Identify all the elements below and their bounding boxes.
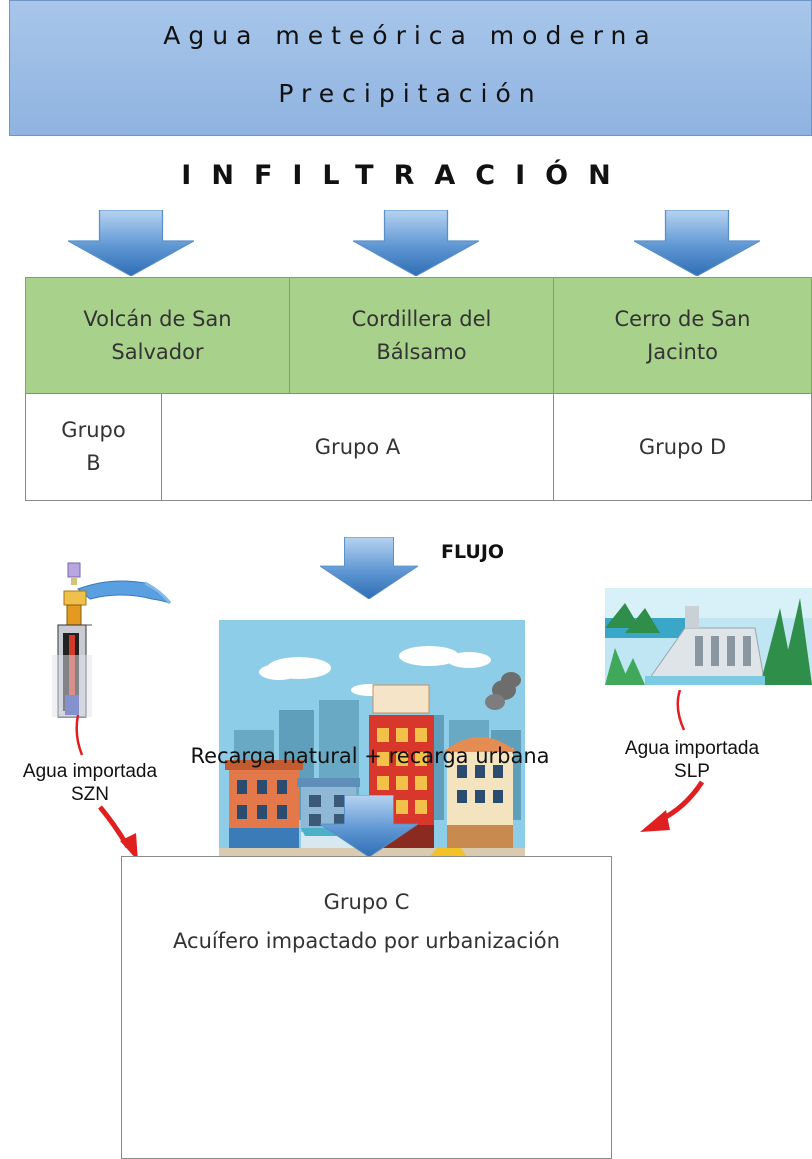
flow-arrow (320, 537, 418, 599)
well-pump-illustration (40, 555, 180, 720)
group-c-title: Grupo C (323, 890, 410, 914)
banner-title: Agua meteórica moderna (163, 21, 658, 50)
right-source-caption: Agua importada SLP (604, 737, 780, 783)
flow-label: FLUJO (441, 541, 505, 563)
group-c-box: Grupo C Acuífero impactado por urbanizac… (121, 856, 612, 1159)
infiltration-label: INFILTRACIÓN (181, 160, 631, 191)
left-source-caption: Agua importada SZN (10, 760, 170, 806)
dam-illustration (605, 588, 812, 685)
region-cerro-san-jacinto: Cerro de San Jacinto (553, 277, 812, 394)
left-source-line2: SZN (71, 784, 109, 805)
region-volcan-san-salvador: Volcán de San Salvador (25, 277, 290, 394)
precipitation-banner: Agua meteórica moderna Precipitación (9, 0, 812, 136)
group-d-cell: Grupo D (553, 393, 812, 501)
group-c-description: Acuífero impactado por urbanización (173, 929, 560, 953)
left-red-arrow (75, 715, 138, 861)
recharge-arrow (320, 795, 418, 857)
group-b-cell: Grupo B (25, 393, 162, 501)
group-a-cell: Grupo A (161, 393, 554, 501)
right-red-arrow (640, 690, 705, 832)
left-source-line1: Agua importada (22, 761, 158, 782)
recharge-label: Recarga natural + recarga urbana (190, 744, 550, 768)
infiltration-arrow-center (353, 210, 479, 276)
right-source-line1: Agua importada (624, 738, 760, 759)
right-source-line2: SLP (674, 761, 710, 782)
banner-subtitle: Precipitación (278, 79, 543, 108)
infiltration-arrow-left (68, 210, 194, 276)
region-cordillera-balsamo: Cordillera del Bálsamo (289, 277, 554, 394)
infiltration-arrow-right (634, 210, 760, 276)
